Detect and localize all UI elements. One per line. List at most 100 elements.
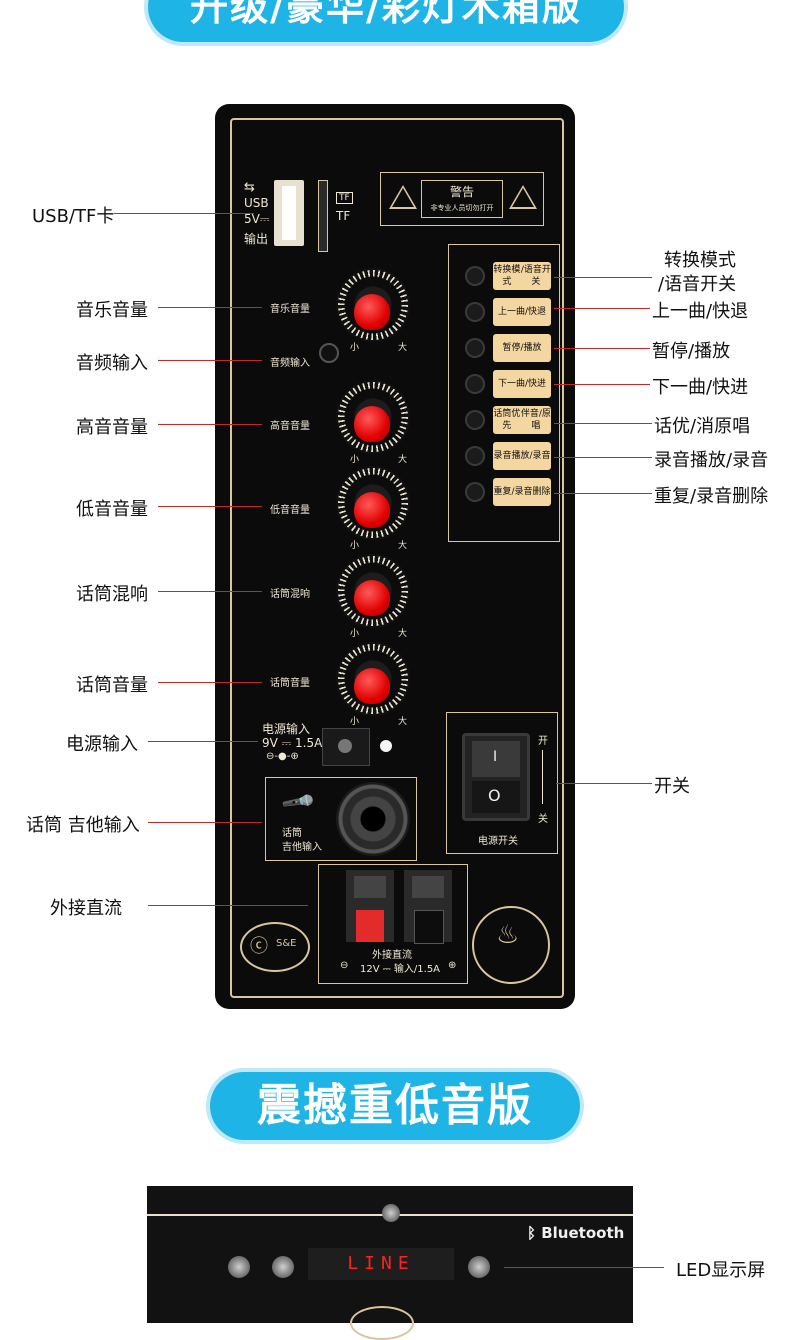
dc-minus: ⊖ — [340, 960, 349, 971]
usb-port[interactable] — [274, 180, 304, 246]
knob-label-treble: 高音音量 — [270, 421, 310, 432]
dc-label: 外接直流 — [372, 950, 412, 961]
warning-exclaim-icon — [509, 185, 537, 209]
callout-line — [554, 423, 652, 424]
callout-line — [158, 682, 262, 683]
callout-mic-guitar: 话筒 吉他输入 — [26, 815, 140, 836]
callout-repeat-delete: 重复/录音删除 — [654, 486, 769, 507]
callout-mode-switch-2: /语音开关 — [658, 274, 737, 295]
usb-output-label: 输出 — [244, 232, 269, 246]
dc-spec: 12V ⎓ 输入/1.5A — [360, 964, 441, 975]
callout-line — [554, 384, 650, 385]
callout-line — [158, 424, 262, 425]
usb-label: USB — [244, 196, 269, 210]
callout-usb-tf: USB/TF卡 — [32, 206, 115, 227]
callout-power-switch: 开关 — [654, 776, 690, 797]
power-rocker-switch[interactable]: I O — [462, 733, 530, 821]
switch-off-label: 关 — [538, 814, 548, 825]
dc-plus: ⊕ — [448, 960, 457, 971]
warning-inner: 警告 非专业人员切勿打开 — [421, 180, 503, 218]
audio-input-label: 音频输入 — [270, 358, 310, 369]
callout-power-input: 电源输入 — [66, 734, 138, 755]
led-knob-2[interactable] — [272, 1256, 294, 1278]
mic-label-1: 话筒 — [282, 828, 302, 839]
led-display: LINE — [308, 1248, 454, 1280]
callout-line — [554, 277, 652, 278]
mid-banner: 震撼重低音版 — [210, 1072, 580, 1140]
callout-line — [556, 783, 652, 784]
callout-line — [554, 308, 650, 309]
callout-line — [148, 822, 262, 823]
audio-input-jack[interactable] — [319, 343, 339, 363]
callout-mic-reverb: 话筒混响 — [76, 584, 148, 605]
callout-treble-volume: 高音音量 — [76, 417, 148, 438]
usb-spec: 5V⎓ — [244, 212, 270, 226]
dc-terminal-black[interactable] — [404, 870, 452, 944]
mic-label-2: 吉他输入 — [282, 842, 322, 853]
callout-external-dc: 外接直流 — [50, 898, 122, 919]
tf-slot[interactable] — [318, 180, 328, 252]
control-panel — [215, 104, 575, 1009]
mic-guitar-jack[interactable] — [336, 782, 410, 856]
callout-line — [158, 360, 262, 361]
callout-prev-track: 上一曲/快退 — [652, 301, 749, 322]
callout-line — [158, 591, 262, 592]
power-input-label: 电源输入 — [262, 722, 311, 736]
callout-led-display: LED显示屏 — [676, 1260, 766, 1281]
knob-label-mic: 话筒音量 — [270, 678, 310, 689]
led-ccc-seal — [350, 1306, 414, 1340]
callout-bass-volume: 低音音量 — [76, 499, 148, 520]
warning-box: 警告 非专业人员切勿打开 — [380, 172, 544, 226]
callout-line — [554, 493, 652, 494]
knob-label-music: 音乐音量 — [270, 304, 310, 315]
switch-label: 电源开关 — [478, 836, 518, 847]
ccc-seal: ⓒ S&E — [240, 922, 310, 972]
knob-mic-reverb[interactable]: 小大 — [338, 556, 408, 639]
callout-audio-input: 音频输入 — [76, 353, 148, 374]
warning-bolt-icon — [389, 185, 417, 209]
tf-label: TF — [336, 209, 351, 223]
led-knob-1[interactable] — [228, 1256, 250, 1278]
callout-line — [554, 348, 650, 349]
callout-mic-priority: 话优/消原唱 — [654, 416, 751, 437]
callout-line — [114, 213, 254, 214]
knob-label-bass: 低音音量 — [270, 505, 310, 516]
led-knob-3[interactable] — [468, 1256, 490, 1278]
callout-line — [158, 506, 262, 507]
callout-record-play: 录音播放/录音 — [654, 450, 769, 471]
mic-input-box — [265, 777, 417, 861]
callout-music-volume: 音乐音量 — [76, 300, 148, 321]
dc-power-jack[interactable] — [322, 728, 370, 766]
bluetooth-icon: ᛒ — [527, 1224, 542, 1242]
external-dc-box — [318, 864, 468, 984]
dc-terminal-red[interactable] — [346, 870, 394, 942]
usb-icon: ⇆ — [244, 180, 255, 195]
switch-on-label: 开 — [538, 736, 548, 747]
knob-treble-volume[interactable]: 小大 — [338, 382, 408, 465]
warning-title: 警告 — [449, 185, 474, 199]
callout-line — [504, 1267, 664, 1268]
switch-arrow — [542, 750, 543, 804]
callout-line — [554, 457, 652, 458]
button-group — [448, 244, 560, 542]
warning-text: 非专业人员切勿打开 — [430, 204, 494, 212]
power-polarity: ⊖-●-⊕ — [266, 751, 299, 762]
power-input-spec: 9V ⎓ 1.5A — [262, 736, 323, 750]
callout-line — [148, 741, 258, 742]
knob-bass-volume[interactable]: 小大 — [338, 468, 408, 551]
tf-badge: TF — [336, 192, 353, 204]
knob-mic-volume[interactable]: 小大 — [338, 644, 408, 727]
callout-pause-play: 暂停/播放 — [652, 341, 731, 362]
top-banner: 升级/豪华/彩灯木箱版 — [148, 0, 624, 42]
power-indicator-led — [380, 740, 392, 752]
knob-label-reverb: 话筒混响 — [270, 589, 310, 600]
callout-next-track: 下一曲/快进 — [652, 377, 749, 398]
heat-warning-icon: ♨ — [472, 906, 550, 984]
callout-mic-volume: 话筒音量 — [76, 675, 148, 696]
callout-line — [158, 307, 262, 308]
panel-trim — [230, 118, 564, 998]
callout-line — [148, 905, 308, 906]
callout-mode-switch-1: 转换模式 — [664, 250, 736, 271]
screw-icon — [382, 1204, 400, 1222]
knob-music-volume[interactable]: 小大 — [338, 270, 408, 353]
